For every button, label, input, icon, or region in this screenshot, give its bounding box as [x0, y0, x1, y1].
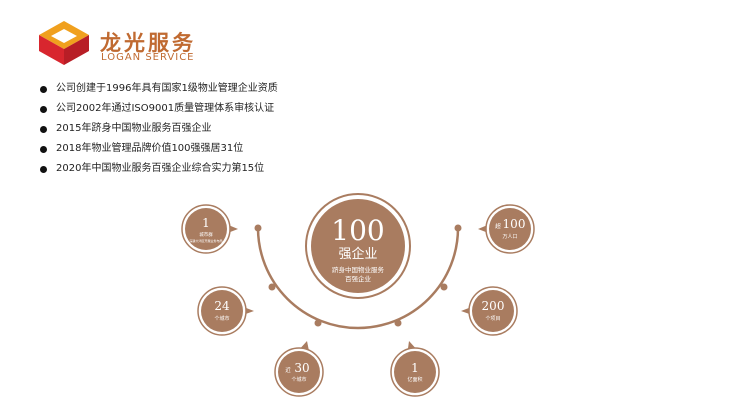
callout-line1: 个城市 [214, 315, 229, 322]
callout-prefix: 超 [495, 222, 501, 230]
connector-arc [256, 227, 460, 330]
center-title: 强企业 [338, 246, 377, 262]
list-item-text: 公司创建于1996年具有国家1级物业管理企业资质 [56, 83, 278, 94]
list-item: 2020年中国物业服务百强企业综合实力第15位 [40, 160, 278, 180]
callout-number: 30 [294, 361, 309, 375]
callout-number: 100 [503, 217, 526, 231]
brand-name-en: LOGAN SERVICE [101, 52, 195, 63]
list-item: 公司2002年通过ISO9001质量管理体系审核认证 [40, 100, 278, 120]
callout-number: 1 [411, 361, 419, 375]
list-item-text: 公司2002年通过ISO9001质量管理体系审核认证 [56, 103, 275, 114]
list-item: 2015年跻身中国物业服务百强企业 [40, 120, 278, 140]
brand-name-cn: 龙光服务 [100, 31, 196, 55]
list-item-text: 2018年物业管理品牌价值100强强居31位 [56, 143, 244, 154]
list-item: 2018年物业管理品牌价值100强强居31位 [40, 140, 278, 160]
bullet-icon [40, 166, 47, 173]
callout-number: 200 [482, 299, 505, 313]
list-item-text: 2020年中国物业服务百强企业综合实力第15位 [56, 163, 265, 174]
callout-city-cluster: 1 城市群 深耕大湾区开展业务布局 [181, 204, 238, 254]
bullet-icon [40, 106, 47, 113]
bullet-icon [40, 126, 47, 133]
logan-logo-icon [39, 21, 89, 65]
callout-line1: 亿面积 [407, 376, 422, 383]
callout-near-30-cities: 近 30 个城市 [274, 341, 324, 397]
list-item: 公司创建于1996年具有国家1级物业管理企业资质 [40, 80, 278, 100]
callout-line2: 深耕大湾区开展业务布局 [189, 238, 222, 243]
callout-line1: 个项目 [485, 316, 500, 322]
callout-over-100-population: 超 100 万人口 [478, 204, 535, 254]
callout-number: 24 [214, 299, 230, 313]
callout-line1: 个城市 [291, 376, 306, 383]
center-number: 100 [331, 214, 384, 247]
callout-area: 1 亿面积 [390, 341, 440, 397]
center-line2: 百强企业 [345, 274, 372, 283]
achievement-list: 公司创建于1996年具有国家1级物业管理企业资质 公司2002年通过ISO900… [40, 80, 278, 180]
center-line1: 跻身中国物业服务 [332, 265, 385, 274]
arc-dots [254, 224, 462, 327]
center-badge: 100 强企业 跻身中国物业服务 百强企业 [305, 193, 411, 299]
callout-prefix: 近 [285, 366, 291, 374]
callout-24-cities: 24 个城市 [197, 286, 254, 336]
bullet-icon [40, 146, 47, 153]
callout-number: 1 [202, 216, 210, 230]
bullet-icon [40, 86, 47, 93]
list-item-text: 2015年跻身中国物业服务百强企业 [56, 123, 212, 134]
callout-line1: 万人口 [502, 234, 517, 240]
callout-line1: 城市群 [199, 231, 213, 238]
callout-200-projects: 200 个项目 [461, 286, 518, 336]
